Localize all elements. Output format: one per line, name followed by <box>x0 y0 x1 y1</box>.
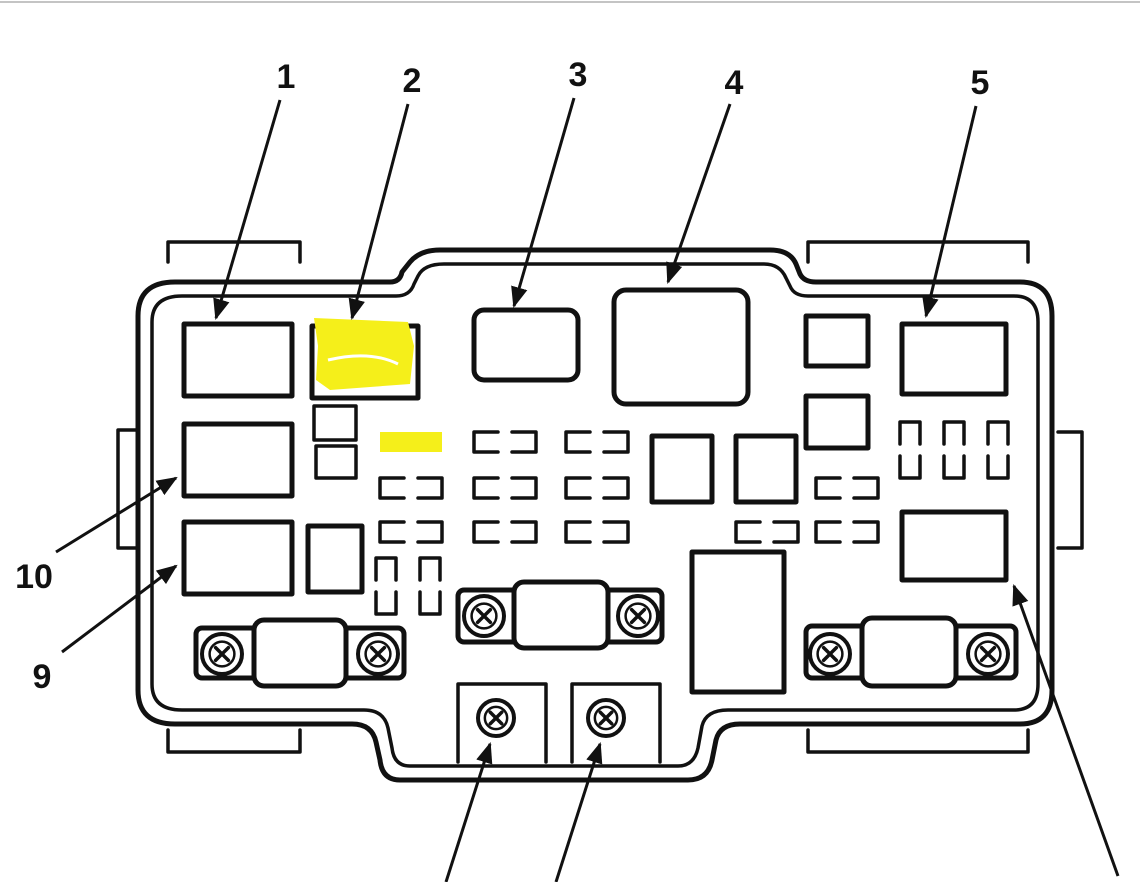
fuse-slot-vertical <box>898 420 922 480</box>
relay-left-small <box>305 523 365 595</box>
screw-icon <box>462 594 506 638</box>
fuse-row1-left <box>380 432 442 452</box>
fuse-slot <box>734 520 800 544</box>
terminal-pocket-right <box>570 682 662 764</box>
fuse-slot <box>564 520 630 544</box>
arrow-5 <box>922 105 978 319</box>
screw-icon <box>356 632 400 676</box>
mounting-brackets <box>116 240 1084 754</box>
arrow-1 <box>213 99 282 321</box>
screws <box>200 594 1010 738</box>
arrow-3 <box>511 97 576 309</box>
relay-5 <box>899 321 1009 397</box>
bolt-assembly-center <box>455 579 665 651</box>
arrow-bottom-left <box>444 741 493 882</box>
fuse-slot <box>472 430 538 454</box>
housing-inner <box>150 262 1040 768</box>
screw-icon <box>586 698 626 738</box>
block-right-top <box>803 313 871 369</box>
relay-4 <box>611 287 751 407</box>
bolt-assembly-right <box>803 615 1019 689</box>
screw-icon <box>808 632 852 676</box>
fuse-slot <box>814 520 880 544</box>
callout-arrows <box>55 97 1120 882</box>
fuse-slot-vertical <box>986 420 1010 480</box>
callout-9: 9 <box>33 658 52 696</box>
callout-1: 1 <box>277 58 296 96</box>
housing-outer <box>135 247 1055 783</box>
fuse-slot <box>378 520 444 544</box>
screw-icon <box>966 632 1010 676</box>
fuse-slot <box>378 476 444 500</box>
callout-10: 10 <box>15 558 53 596</box>
relay-tall <box>689 549 787 695</box>
callout-5: 5 <box>971 64 990 102</box>
relay-center-right <box>733 433 799 505</box>
arrow-10 <box>55 476 178 554</box>
relay-6 <box>899 509 1009 583</box>
fuse-grid <box>374 420 1010 616</box>
fuse-slot-vertical <box>418 556 442 616</box>
callout-2: 2 <box>403 62 422 100</box>
fuse-slot <box>814 476 880 500</box>
callout-3: 3 <box>569 56 588 94</box>
arrow-bottom-center <box>554 741 603 882</box>
relay-center-left <box>649 433 715 505</box>
relay-9 <box>181 519 295 597</box>
fuse-slot <box>472 520 538 544</box>
connector-small-top <box>312 404 358 442</box>
fuse-slot <box>564 476 630 500</box>
arrow-bottom-right <box>1012 584 1120 877</box>
screw-icon <box>200 632 244 676</box>
fuse-slot-vertical <box>942 420 966 480</box>
fuse-slot-vertical <box>374 556 398 616</box>
screw-icon <box>476 698 516 738</box>
bolt-assembly-left <box>193 617 407 689</box>
screw-icon <box>616 594 660 638</box>
relay-1 <box>181 321 295 399</box>
callout-4: 4 <box>725 64 744 102</box>
arrow-2 <box>348 103 410 321</box>
arrow-4 <box>666 103 732 284</box>
relay-10 <box>181 421 295 499</box>
block-right-mid <box>803 393 871 451</box>
relay-3 <box>471 307 581 383</box>
fuse-slot <box>472 476 538 500</box>
relay-2 <box>309 318 421 401</box>
connector-small-bottom <box>314 444 358 480</box>
arrow-9 <box>61 564 178 654</box>
terminal-pocket-left <box>456 682 548 764</box>
fuse-slot <box>564 430 630 454</box>
